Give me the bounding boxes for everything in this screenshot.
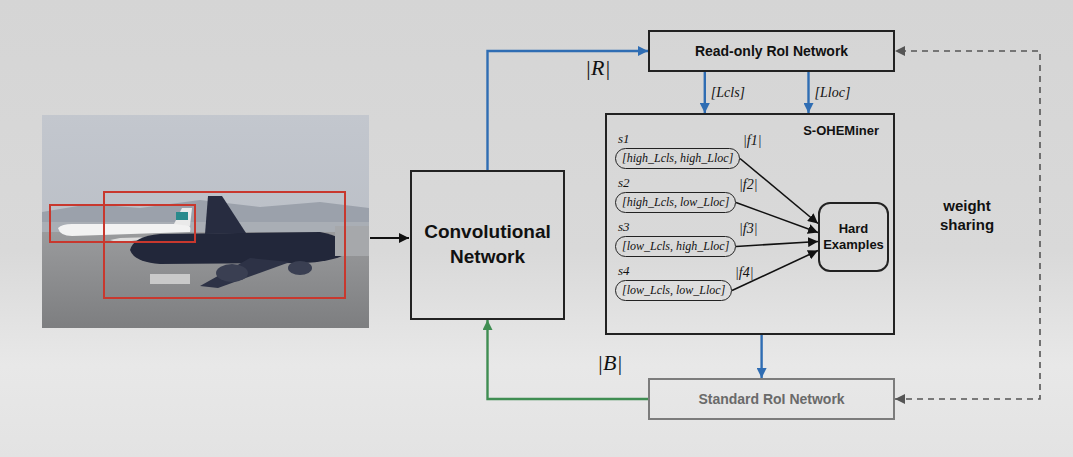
- connector-arrow: [488, 320, 649, 399]
- condition-pill: [high_Lcls, low_Lloc]: [615, 192, 736, 213]
- edge-label: [Lloc]: [815, 85, 851, 101]
- condition-pill: [low_Lcls, high_Lloc]: [615, 236, 736, 257]
- input-arrow: [370, 237, 409, 239]
- result-box: Hard Examples: [818, 202, 889, 272]
- big-plane-tail: [205, 196, 246, 234]
- condition-pill: [low_Lcls, low_Lloc]: [615, 280, 732, 301]
- subset-label: s1: [618, 131, 630, 147]
- connector-arrow: [760, 335, 762, 378]
- photo-tarmac: [42, 232, 369, 328]
- subset-label: s4: [618, 263, 630, 279]
- connector-arrow: [740, 159, 818, 224]
- group-title: S-OHEMiner: [803, 123, 879, 138]
- big-plane-wing: [200, 258, 290, 288]
- group-box: S-OHEMiner [high_Lcls, high_Lloc] [high_Lc…: [605, 113, 895, 335]
- ground-vehicle: [150, 274, 190, 284]
- node-text: Hard Examples: [823, 221, 884, 254]
- node-text: Standard RoI Network: [698, 391, 844, 407]
- node-text: Read-only RoI Network: [695, 43, 848, 59]
- connector-arrow: [895, 51, 1040, 399]
- big-plane-engine: [288, 261, 312, 275]
- connector-arrow: [807, 72, 809, 113]
- node-text: [high_Lcls, high_Lloc]: [622, 151, 733, 166]
- condition-pill: [high_Lcls, high_Lloc]: [615, 148, 740, 169]
- big-plane-fuselage: [130, 232, 350, 264]
- subset-label: s3: [618, 219, 630, 235]
- node-text: [high_Lcls, low_Lloc]: [622, 195, 729, 210]
- photo-sky: [42, 115, 369, 328]
- small-plane-logo: [176, 212, 188, 220]
- big-plane-engine: [216, 264, 248, 282]
- connector-arrow: [732, 251, 818, 291]
- bounding-box: [104, 192, 345, 298]
- count-label: |f3|: [739, 221, 758, 237]
- node-text: [low_Lcls, low_Lloc]: [622, 283, 725, 298]
- subset-label: s2: [618, 175, 630, 191]
- edge-label: [Lcls]: [711, 85, 745, 101]
- small-plane-tail: [174, 208, 192, 226]
- edge-label: weight sharing: [927, 196, 1007, 235]
- count-label: |f1|: [743, 133, 762, 149]
- jet-bridge: [335, 226, 369, 256]
- set-size-label: |B|: [597, 350, 623, 376]
- process-box: Standard RoI Network: [648, 378, 895, 420]
- process-box: Read-only RoI Network: [648, 30, 895, 72]
- connector-arrow: [704, 72, 706, 113]
- set-size-label: |R|: [585, 55, 611, 81]
- node-text: Convolutional Network: [420, 220, 555, 269]
- count-label: |f2|: [739, 177, 758, 193]
- node-text: [low_Lcls, high_Lloc]: [622, 239, 729, 254]
- connector-arrow: [736, 242, 818, 247]
- count-label: |f4|: [735, 265, 754, 281]
- process-box: Convolutional Network: [410, 170, 565, 320]
- bounding-box: [50, 205, 195, 242]
